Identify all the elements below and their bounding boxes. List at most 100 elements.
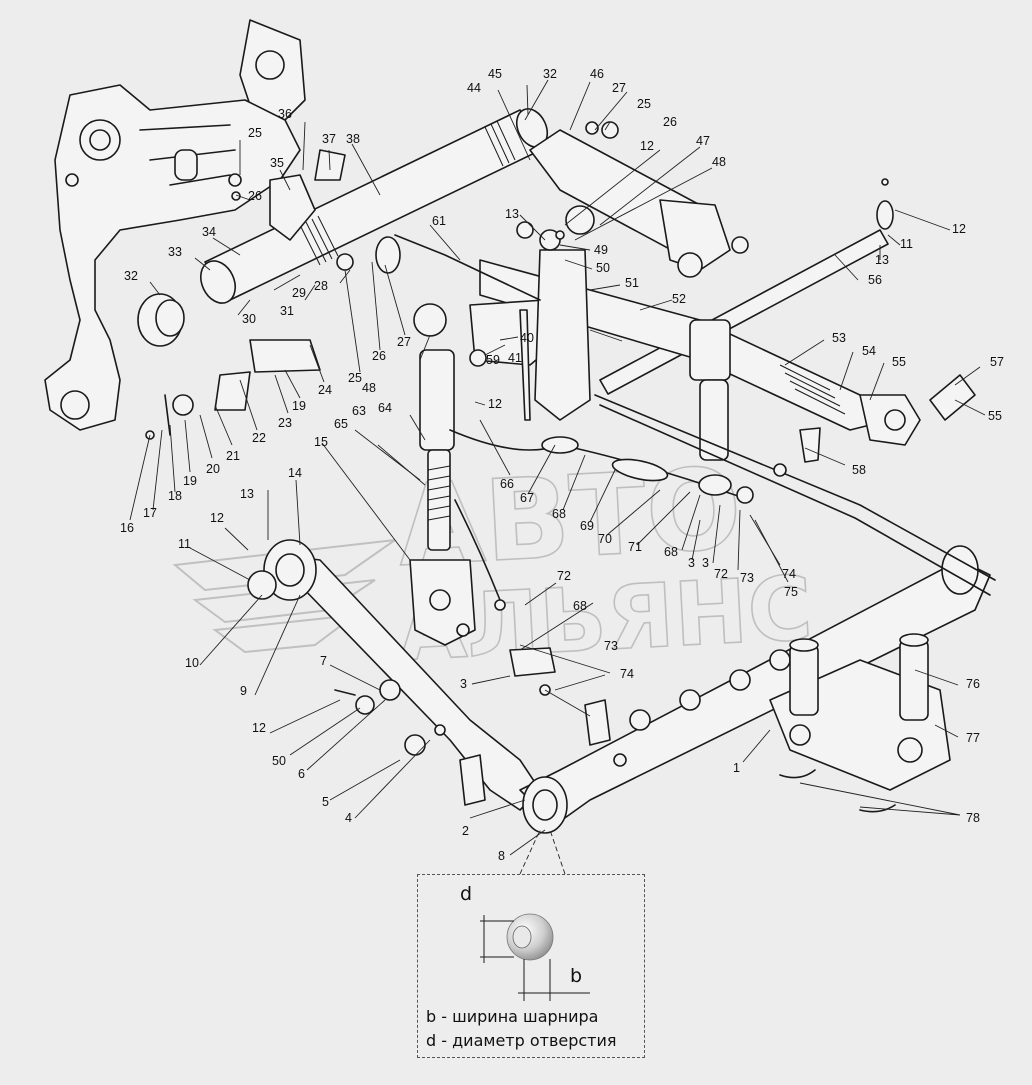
callout-22: 22 — [252, 431, 266, 445]
symbol-d: d — [460, 883, 473, 905]
legend-d: d - диаметр отверстия — [426, 1031, 617, 1050]
callout-45: 45 — [488, 67, 502, 81]
inset-connector — [519, 829, 566, 875]
callout-5: 5 — [322, 795, 329, 809]
callout-70: 70 — [598, 532, 612, 546]
joint-detail-drawing — [480, 913, 590, 1001]
callout-25c: 25 — [637, 97, 651, 111]
callout-49: 49 — [594, 243, 608, 257]
callout-61: 61 — [432, 214, 446, 228]
callout-13b: 13 — [505, 207, 519, 221]
callout-20: 20 — [206, 462, 220, 476]
joint-detail-inset: d b b - ширина шарнира d - диаметр отвер… — [417, 874, 645, 1058]
small-parts — [145, 121, 976, 813]
callout-12c: 12 — [488, 397, 502, 411]
callout-28: 28 — [314, 279, 328, 293]
callout-26c: 26 — [663, 115, 677, 129]
callout-31: 31 — [280, 304, 294, 318]
symbol-b: b — [570, 965, 583, 987]
callout-47: 47 — [696, 134, 710, 148]
callout-25b: 25 — [348, 371, 362, 385]
callout-38: 38 — [346, 132, 360, 146]
callout-55b: 55 — [988, 409, 1002, 423]
callout-3c: 3 — [702, 556, 709, 570]
diagonal-rod — [599, 200, 894, 395]
callout-12a: 12 — [210, 511, 224, 525]
callout-48a: 48 — [362, 381, 376, 395]
callout-12b: 12 — [252, 721, 266, 735]
callout-7: 7 — [320, 654, 327, 668]
callout-78: 78 — [966, 811, 980, 825]
callout-2: 2 — [462, 824, 469, 838]
callout-48b: 48 — [712, 155, 726, 169]
stabilizer-chains — [449, 429, 751, 601]
callout-19b: 19 — [292, 399, 306, 413]
callout-56: 56 — [868, 273, 882, 287]
support-frame — [394, 234, 996, 596]
callout-63: 63 — [352, 404, 366, 418]
callout-3a: 3 — [460, 677, 467, 691]
callout-68c: 68 — [664, 545, 678, 559]
callout-35: 35 — [270, 156, 284, 170]
lower-link-right — [519, 545, 991, 834]
callout-9: 9 — [240, 684, 247, 698]
callout-15: 15 — [314, 435, 328, 449]
callout-69: 69 — [580, 519, 594, 533]
callout-27b: 27 — [612, 81, 626, 95]
callout-12d: 12 — [640, 139, 654, 153]
drawbar-plate — [769, 633, 951, 791]
callout-17: 17 — [143, 506, 157, 520]
callout-54: 54 — [862, 344, 876, 358]
callout-numbers: 1 2 3 3 3 4 5 6 7 8 9 10 11 11 12 12 12 … — [120, 67, 1004, 863]
callout-33: 33 — [168, 245, 182, 259]
callout-24: 24 — [318, 383, 332, 397]
callout-12e: 12 — [952, 222, 966, 236]
callout-13c: 13 — [875, 253, 889, 267]
callout-72a: 72 — [557, 569, 571, 583]
lift-link-left — [409, 249, 591, 646]
callout-77: 77 — [966, 731, 980, 745]
callout-6: 6 — [298, 767, 305, 781]
callout-46: 46 — [590, 67, 604, 81]
callout-13a: 13 — [240, 487, 254, 501]
callout-66: 66 — [500, 477, 514, 491]
hitch-frame-bracket — [44, 19, 306, 431]
callout-50b: 50 — [272, 754, 286, 768]
callout-72b: 72 — [714, 567, 728, 581]
callout-1: 1 — [733, 761, 740, 775]
callout-40: 40 — [520, 331, 534, 345]
lift-arm-right — [529, 129, 749, 278]
callout-37: 37 — [322, 132, 336, 146]
callout-27a: 27 — [397, 335, 411, 349]
callout-18: 18 — [168, 489, 182, 503]
callout-44: 44 — [467, 81, 481, 95]
callout-19a: 19 — [183, 474, 197, 488]
callout-75: 75 — [784, 585, 798, 599]
callout-73b: 73 — [740, 571, 754, 585]
callout-64: 64 — [378, 401, 392, 415]
callout-23: 23 — [278, 416, 292, 430]
callout-29: 29 — [292, 286, 306, 300]
callout-74b: 74 — [782, 567, 796, 581]
callout-74a: 74 — [620, 667, 634, 681]
callout-11a: 11 — [178, 537, 191, 551]
callout-71: 71 — [628, 540, 642, 554]
callout-51: 51 — [625, 276, 639, 290]
callout-11b: 11 — [900, 237, 913, 251]
callout-30: 30 — [242, 312, 256, 326]
callout-4: 4 — [345, 811, 352, 825]
callout-65: 65 — [334, 417, 348, 431]
callout-57: 57 — [990, 355, 1004, 369]
callout-3b: 3 — [688, 556, 695, 570]
callout-50a: 50 — [596, 261, 610, 275]
callout-68b: 68 — [573, 599, 587, 613]
callout-8: 8 — [498, 849, 505, 863]
callout-25a: 25 — [248, 126, 262, 140]
callout-68a: 68 — [552, 507, 566, 521]
callout-26b: 26 — [372, 349, 386, 363]
callout-21: 21 — [226, 449, 240, 463]
callout-53: 53 — [832, 331, 846, 345]
callout-32a: 32 — [124, 269, 138, 283]
leader-lines — [129, 79, 986, 856]
